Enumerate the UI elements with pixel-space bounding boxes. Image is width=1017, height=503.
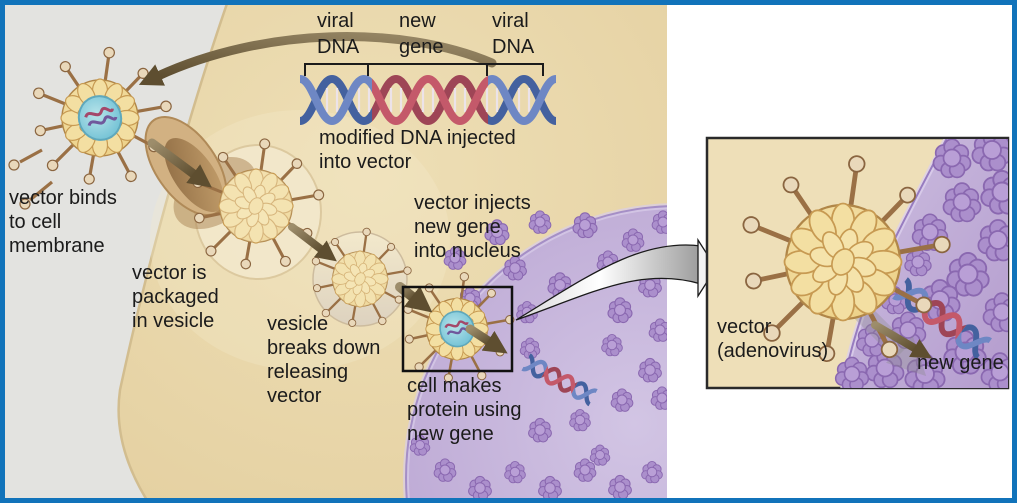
arrow-into-cell	[147, 138, 212, 188]
vector-stage-2	[189, 136, 326, 272]
zoom-box	[401, 285, 514, 373]
arrow-dna-to-vector	[138, 32, 497, 86]
label-viral-dna-left: viral DNA	[317, 10, 360, 58]
label-inset-vector: vector (adenovirus)	[717, 316, 829, 362]
process-arrows	[138, 32, 508, 354]
arrow-vesicle-moves	[288, 223, 337, 262]
dna-helix-construct	[300, 63, 556, 121]
label-step-breakdown: vesicle breaks down releasing vector	[267, 313, 381, 407]
label-new-gene-segment: new gene	[399, 10, 444, 58]
label-inset-new-gene: new gene	[917, 352, 1004, 374]
inset-panel	[705, 136, 1010, 390]
label-modified-dna: modified DNA injected into vector	[319, 127, 516, 173]
dna-bracket	[304, 63, 544, 76]
free-spike-fragments	[8, 148, 54, 210]
vector-stage-1	[8, 45, 174, 210]
label-step-protein: cell makes protein using new gene	[407, 375, 522, 445]
arrow-gene-injection	[465, 324, 508, 354]
label-viral-dna-right: viral DNA	[492, 10, 535, 58]
label-step-injects: vector injects new gene into nucleus	[414, 192, 531, 262]
vector-stage-3	[309, 226, 413, 329]
label-step-packaged: vector is packaged in vesicle	[132, 262, 219, 332]
inset-gene-arrow	[871, 321, 933, 359]
label-step-binds: vector binds to cell membrane	[9, 187, 117, 257]
